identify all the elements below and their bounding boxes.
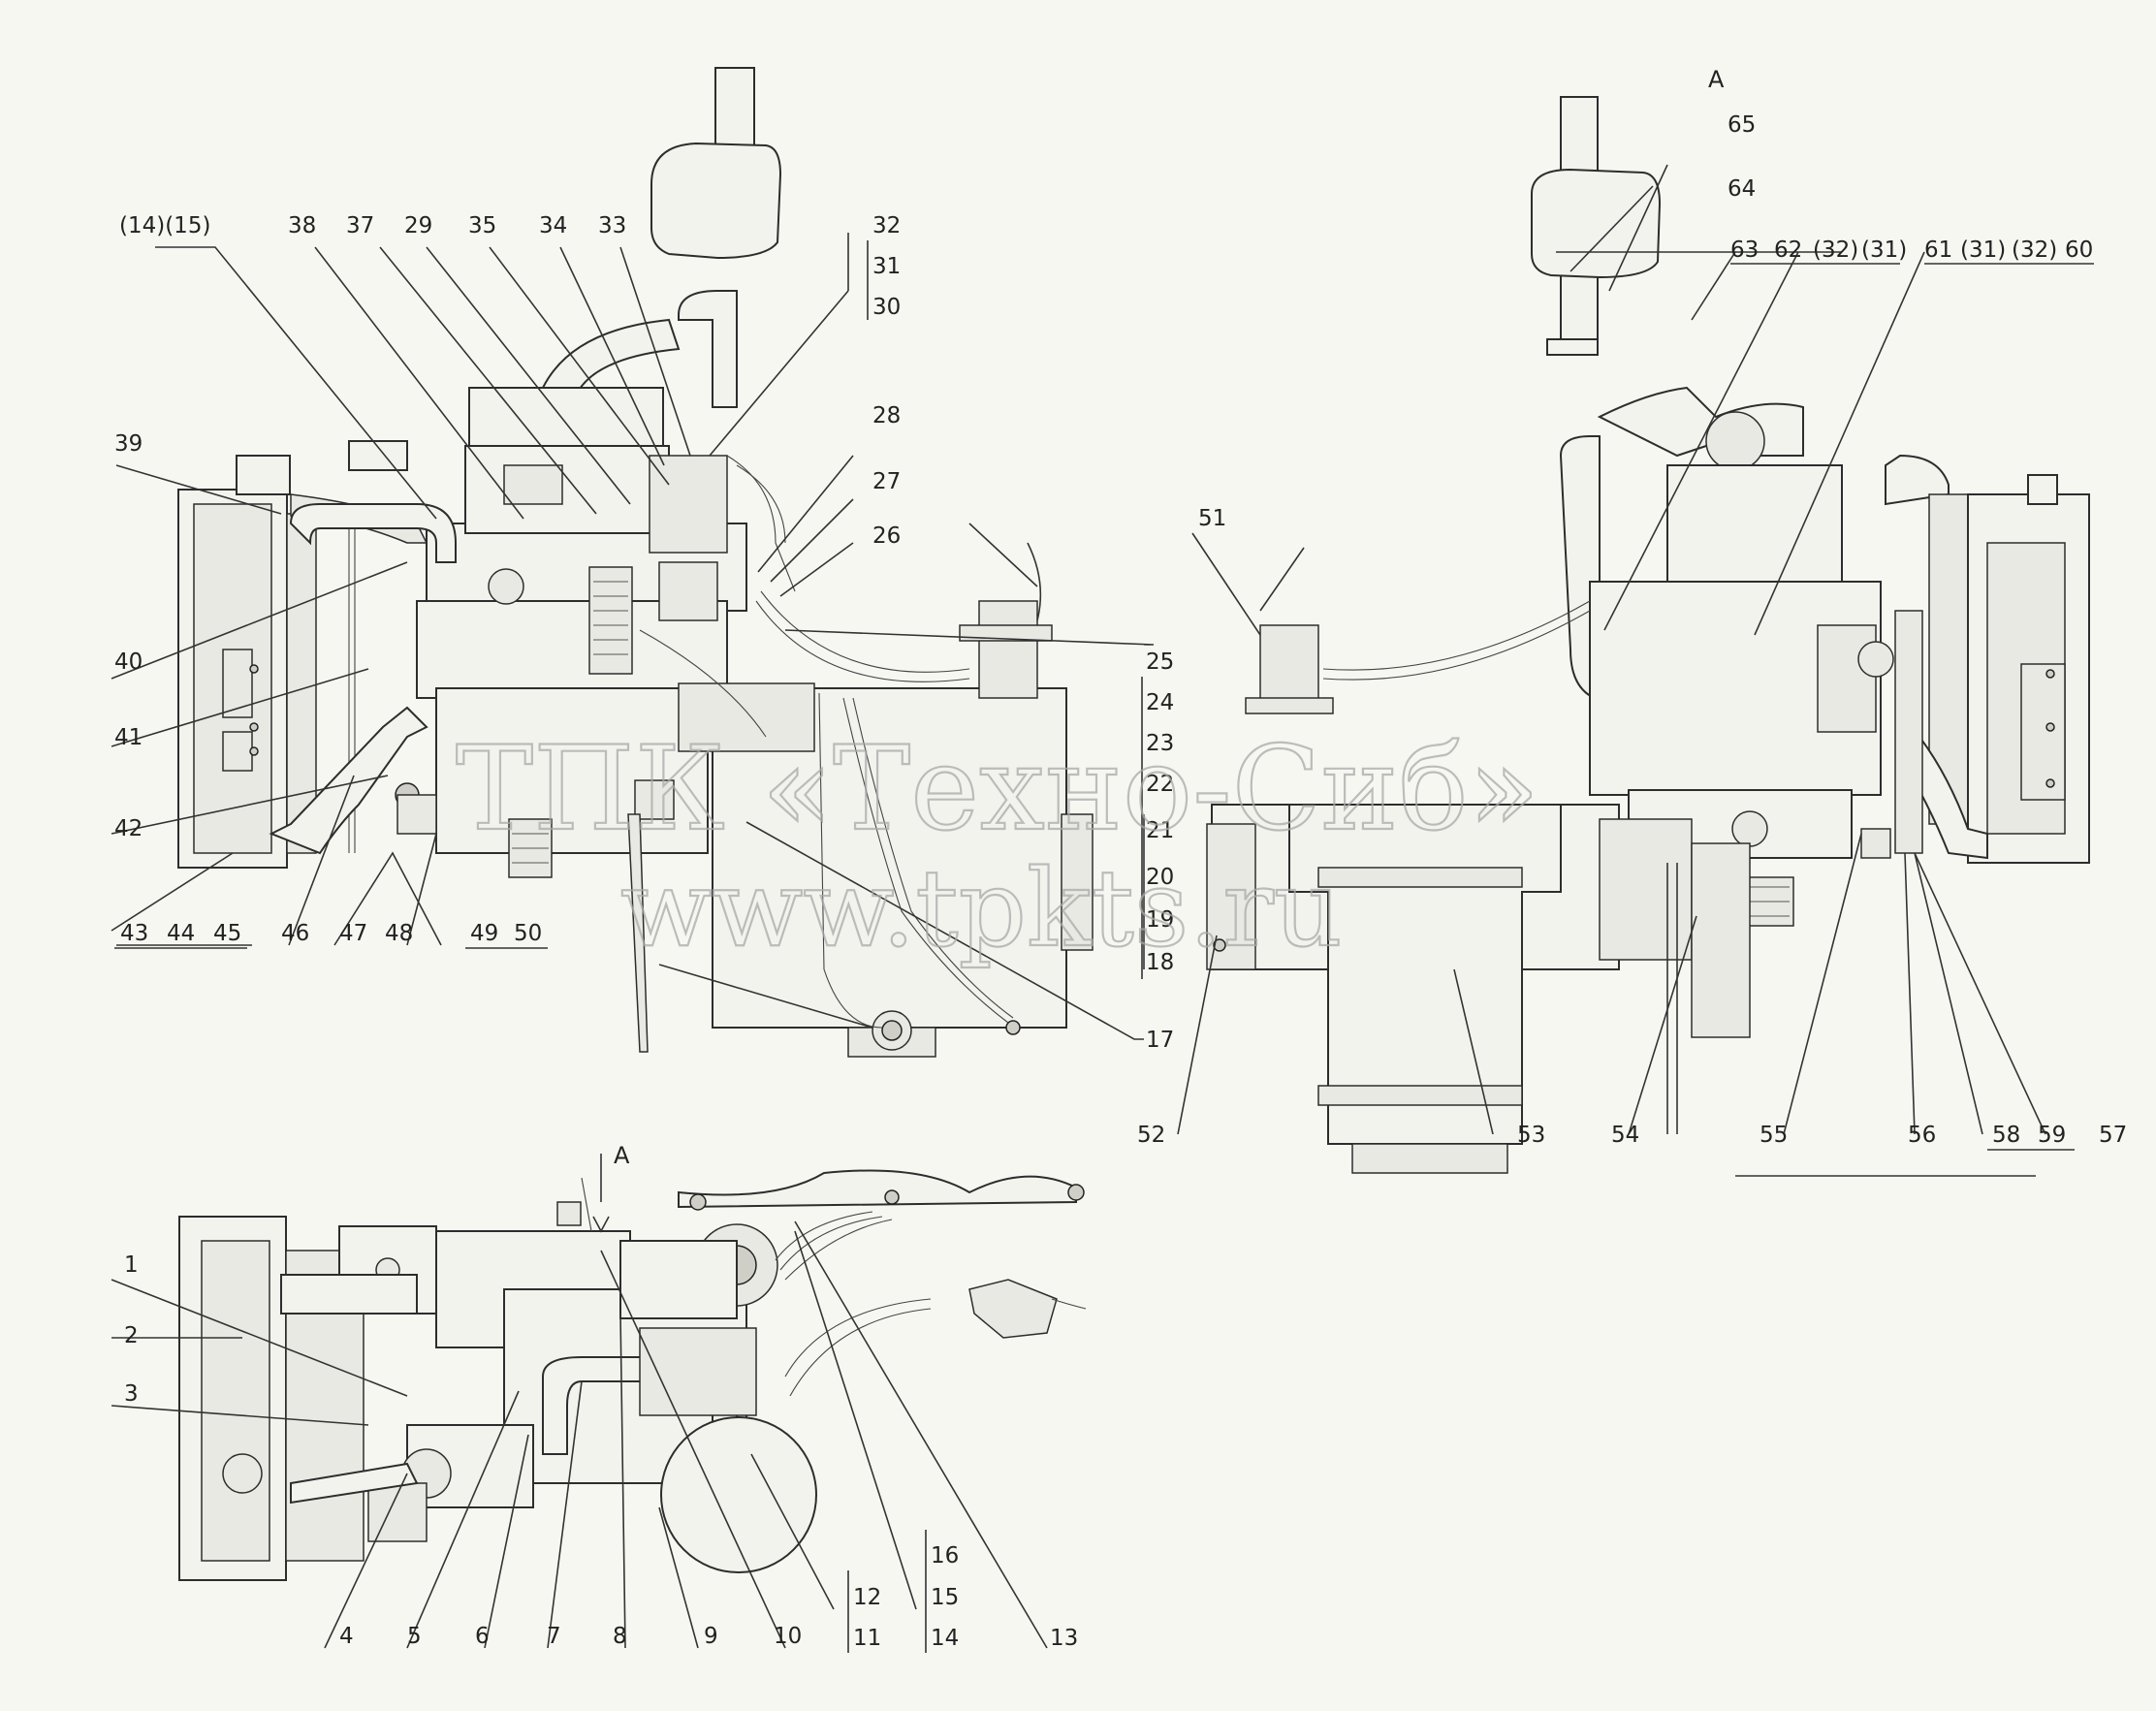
label-12: 12	[853, 1585, 881, 1610]
label-5: 5	[407, 1624, 422, 1649]
label-48: 48	[385, 921, 413, 946]
bottom-labels: A 1 2 3 4 5 6 7 8 9 10 12 11 16 15 14 13	[124, 1142, 1078, 1653]
label-24: 24	[1146, 690, 1174, 715]
label-23: 23	[1146, 731, 1174, 756]
label-14: 14	[931, 1626, 959, 1651]
label-54: 54	[1611, 1123, 1639, 1148]
label-61: 61	[1924, 238, 1952, 263]
watermark-url: www.tpkts.ru	[620, 846, 1343, 970]
label-56: 56	[1908, 1123, 1936, 1148]
label-51: 51	[1198, 506, 1226, 531]
label-39: 39	[114, 431, 143, 457]
label-25: 25	[1146, 650, 1174, 675]
label-43: 43	[120, 921, 148, 946]
label-14-15: (14)(15)	[119, 213, 210, 238]
view-a-arrow-label: A	[614, 1142, 630, 1169]
label-1: 1	[124, 1252, 139, 1278]
label-63: 63	[1730, 238, 1759, 263]
label-53: 53	[1517, 1123, 1545, 1148]
label-45: 45	[213, 921, 241, 946]
label-49: 49	[470, 921, 498, 946]
label-46: 46	[281, 921, 309, 946]
label-20: 20	[1146, 865, 1174, 890]
watermark: ТПК «Техно-Сиб» www.tpkts.ru	[455, 721, 1540, 971]
label-32: 32	[872, 213, 901, 238]
label-21: 21	[1146, 818, 1174, 843]
label-13: 13	[1050, 1626, 1078, 1651]
label-47: 47	[339, 921, 367, 946]
label-37: 37	[346, 213, 374, 238]
label-55: 55	[1760, 1123, 1788, 1148]
label-38: 38	[288, 213, 316, 238]
label-40: 40	[114, 650, 143, 675]
label-33: 33	[598, 213, 626, 238]
label-26: 26	[872, 523, 901, 549]
label-34: 34	[539, 213, 567, 238]
label-28: 28	[872, 403, 901, 428]
label-65: 65	[1728, 112, 1756, 138]
label-11: 11	[853, 1626, 881, 1651]
label-59: 59	[2038, 1123, 2066, 1148]
label-16: 16	[931, 1543, 959, 1568]
label-64: 64	[1728, 176, 1756, 202]
watermark-company: ТПК «Техно-Сиб»	[456, 722, 1539, 857]
label-31r: (31)	[1861, 238, 1907, 263]
label-42: 42	[114, 816, 143, 841]
label-22: 22	[1146, 772, 1174, 797]
label-41: 41	[114, 725, 143, 750]
label-29: 29	[404, 213, 432, 238]
label-15: 15	[931, 1585, 959, 1610]
label-8: 8	[613, 1624, 627, 1649]
label-17: 17	[1146, 1028, 1174, 1053]
leader-lines	[111, 164, 2046, 1649]
label-50: 50	[514, 921, 542, 946]
label-4: 4	[339, 1624, 354, 1649]
label-60: 60	[2065, 238, 2093, 263]
label-19: 19	[1146, 907, 1174, 933]
label-2: 2	[124, 1323, 139, 1348]
label-31r2: (31)	[1960, 238, 2006, 263]
label-18: 18	[1146, 950, 1174, 975]
label-6: 6	[475, 1624, 490, 1649]
engine-side-view-right	[1206, 96, 2090, 1174]
label-30: 30	[872, 295, 901, 320]
label-32r: (32)	[1813, 238, 1858, 263]
label-62: 62	[1774, 238, 1802, 263]
label-32r2: (32)	[2012, 238, 2057, 263]
view-a-label: A	[1708, 66, 1725, 93]
label-9: 9	[704, 1624, 718, 1649]
label-27: 27	[872, 469, 901, 494]
label-52: 52	[1137, 1123, 1165, 1148]
label-3: 3	[124, 1381, 139, 1407]
label-57: 57	[2099, 1123, 2127, 1148]
label-44: 44	[167, 921, 195, 946]
label-35: 35	[468, 213, 496, 238]
engine-side-view-left	[177, 67, 1094, 1058]
label-31: 31	[872, 254, 901, 279]
top-left-labels: (14)(15) 38 37 29 35 34 33 32 31 30 28 2…	[114, 213, 1174, 1053]
engine-plan-view	[178, 1169, 1087, 1581]
label-10: 10	[774, 1624, 802, 1649]
top-right-labels: A 65 64 63 62 (32) (31) 61 (31) (32) 60 …	[1137, 66, 2127, 1151]
label-58: 58	[1992, 1123, 2020, 1148]
label-7: 7	[547, 1624, 561, 1649]
